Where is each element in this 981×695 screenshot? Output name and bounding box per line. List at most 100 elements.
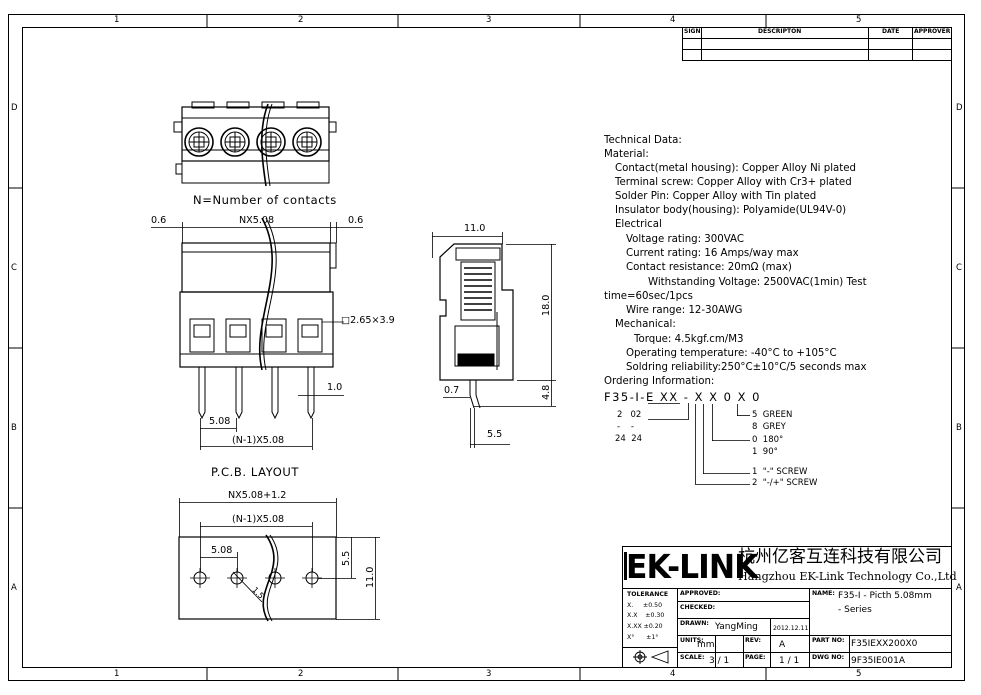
ordering-angle-option: 0 180°: [752, 435, 784, 445]
units-label: UNITS:: [680, 637, 704, 644]
tech-line: Material:: [604, 149, 649, 160]
dim-pin-offset: 0.7: [444, 385, 460, 396]
top-view-caption: N=Number of contacts: [193, 193, 337, 207]
company-name-en: Hangzhou EK-Link Technology Co.,Ltd: [738, 570, 957, 583]
part-no-label: PART NO:: [812, 637, 845, 644]
dim-hole-size: □2.65×3.9: [341, 315, 395, 326]
name-value-line: F35-I - Picth 5.08mm: [838, 591, 932, 601]
screw-heads: [184, 127, 322, 157]
tech-line: Insulator body(housing): Polyamide(UL94V…: [615, 205, 847, 216]
zone-row-d-right: D: [956, 103, 963, 113]
dim-pcb-pitch: 5.08: [211, 545, 233, 556]
tolerance-row: X.X ±0.30: [627, 612, 665, 619]
tech-line: Torque: 4.5kgf.cm/M3: [634, 334, 744, 345]
ordering-angle-option: 1 90°: [752, 447, 778, 457]
dim-pcb-row: 5.5: [341, 550, 352, 566]
ordering-code: F35-I-E XX - X X 0 X 0: [604, 390, 761, 404]
zone-col-1: 1: [114, 15, 120, 25]
ordering-ways-row: - -: [617, 422, 634, 432]
side-dimension-lines: [432, 232, 556, 448]
drawn-label: DRAWN:: [680, 620, 709, 627]
dim-right-margin: 0.6: [348, 215, 364, 226]
tech-line: Ordering Information:: [604, 376, 715, 387]
dim-pcb-total: NX5.08+1.2: [228, 490, 287, 501]
rev-header-description: DESCRIPTON: [758, 28, 802, 35]
tolerance-row: X.XX ±0.20: [627, 623, 663, 630]
part-no-value: F35IEXX200X0: [851, 639, 918, 649]
drawn-by: YangMing: [715, 622, 758, 632]
ordering-screw-option: 1 "-" SCREW: [752, 467, 808, 477]
zone-row-d: D: [11, 103, 18, 113]
zone-row-a-right: A: [956, 583, 962, 593]
dim-side-height: 18.0: [541, 294, 552, 316]
tolerance-row: X° ±1°: [627, 634, 659, 641]
scale-value: 3 / 1: [709, 656, 730, 666]
rev-value: A: [779, 640, 786, 650]
zone-row-b: B: [11, 423, 17, 433]
revision-table: [682, 27, 952, 61]
scale-label: SCALE:: [680, 654, 705, 661]
tech-line: Electrical: [615, 219, 662, 230]
front-dimension-lines: [151, 222, 363, 450]
rev-label: REV:: [745, 637, 761, 644]
pcb-layout-caption: P.C.B. LAYOUT: [211, 465, 300, 479]
tech-line: Soldring reliability:250°C±10°C/5 second…: [626, 362, 867, 373]
zone-col-2: 2: [298, 15, 304, 25]
pcb-dimension-lines: [179, 498, 380, 620]
page-value: 1 / 1: [779, 656, 800, 666]
dim-hole-size-value: 2.65×3.9: [350, 315, 395, 326]
ordering-color-option: 5 GREEN: [752, 410, 793, 420]
ordering-ways-row: 24 24: [615, 434, 643, 444]
solder-pins: [198, 367, 315, 420]
tech-line: Contact(metal housing): Copper Alloy Ni …: [615, 163, 857, 174]
name-label: NAME:: [812, 590, 835, 597]
dim-pin-pitch: 5.08: [209, 416, 231, 427]
tech-line: Terminal screw: Copper Alloy with Cr3+ p…: [615, 177, 852, 188]
tech-line: Wire range: 12-30AWG: [626, 305, 743, 316]
dim-pitch-total: NX5.08: [239, 215, 275, 226]
zone-col-3: 3: [486, 15, 492, 25]
rev-header-sign: SIGN: [684, 28, 701, 35]
dim-pin-length: 4.8: [541, 384, 552, 400]
company-name-cn: 杭州亿客互连科技有限公司: [738, 547, 942, 567]
brand-logo: EK-LINK: [626, 547, 758, 586]
zone-col-2-bottom: 2: [298, 669, 304, 679]
front-view-connector: [179, 217, 337, 420]
tech-line: Solder Pin: Copper Alloy with Tin plated: [615, 191, 817, 202]
dwg-no-value: 9F35IE001A: [851, 656, 906, 666]
zone-col-5: 5: [856, 15, 862, 25]
rev-header-date: DATE: [882, 28, 900, 35]
ordering-color-option: 8 GREY: [752, 422, 786, 432]
wire-entries: [189, 318, 323, 353]
approved-label: APPROVED:: [680, 590, 721, 597]
tech-line: Technical Data:: [604, 135, 682, 146]
zone-row-c-right: C: [956, 263, 962, 273]
dim-left-margin: 0.6: [151, 215, 167, 226]
dim-pcb-span: (N-1)X5.08: [232, 514, 285, 525]
dim-pcb-height: 11.0: [365, 566, 376, 588]
zone-col-4: 4: [670, 15, 676, 25]
inner-frame: [22, 27, 952, 668]
dwg-no-label: DWG NO:: [812, 654, 845, 661]
tech-line: time=60sec/1pcs: [604, 291, 693, 302]
tech-line: Current rating: 16 Amps/way max: [626, 248, 799, 259]
dim-pin-spacing: 5.5: [487, 429, 503, 440]
zone-col-3-bottom: 3: [486, 669, 492, 679]
tolerance-label: TOLERANCE: [627, 591, 669, 598]
zone-col-1-bottom: 1: [114, 669, 120, 679]
tech-line: Voltage rating: 300VAC: [626, 234, 744, 245]
title-block: [622, 546, 952, 668]
drawn-date: 2012.12.11: [773, 625, 809, 632]
ordering-leaders: [648, 403, 750, 485]
checked-label: CHECKED:: [680, 604, 716, 611]
ordering-ways-row: 2 02: [617, 410, 642, 420]
ek-link-logo-icon: [624, 552, 627, 580]
dim-pin-width: 1.0: [327, 382, 343, 393]
zone-row-b-right: B: [956, 423, 962, 433]
tolerance-row: X. ±0.50: [627, 602, 663, 609]
units-value: mm: [697, 640, 715, 650]
side-view-connector: [439, 243, 514, 409]
tech-line: Withstanding Voltage: 2500VAC(1min) Test: [648, 277, 867, 288]
pcb-layout: [178, 534, 337, 622]
